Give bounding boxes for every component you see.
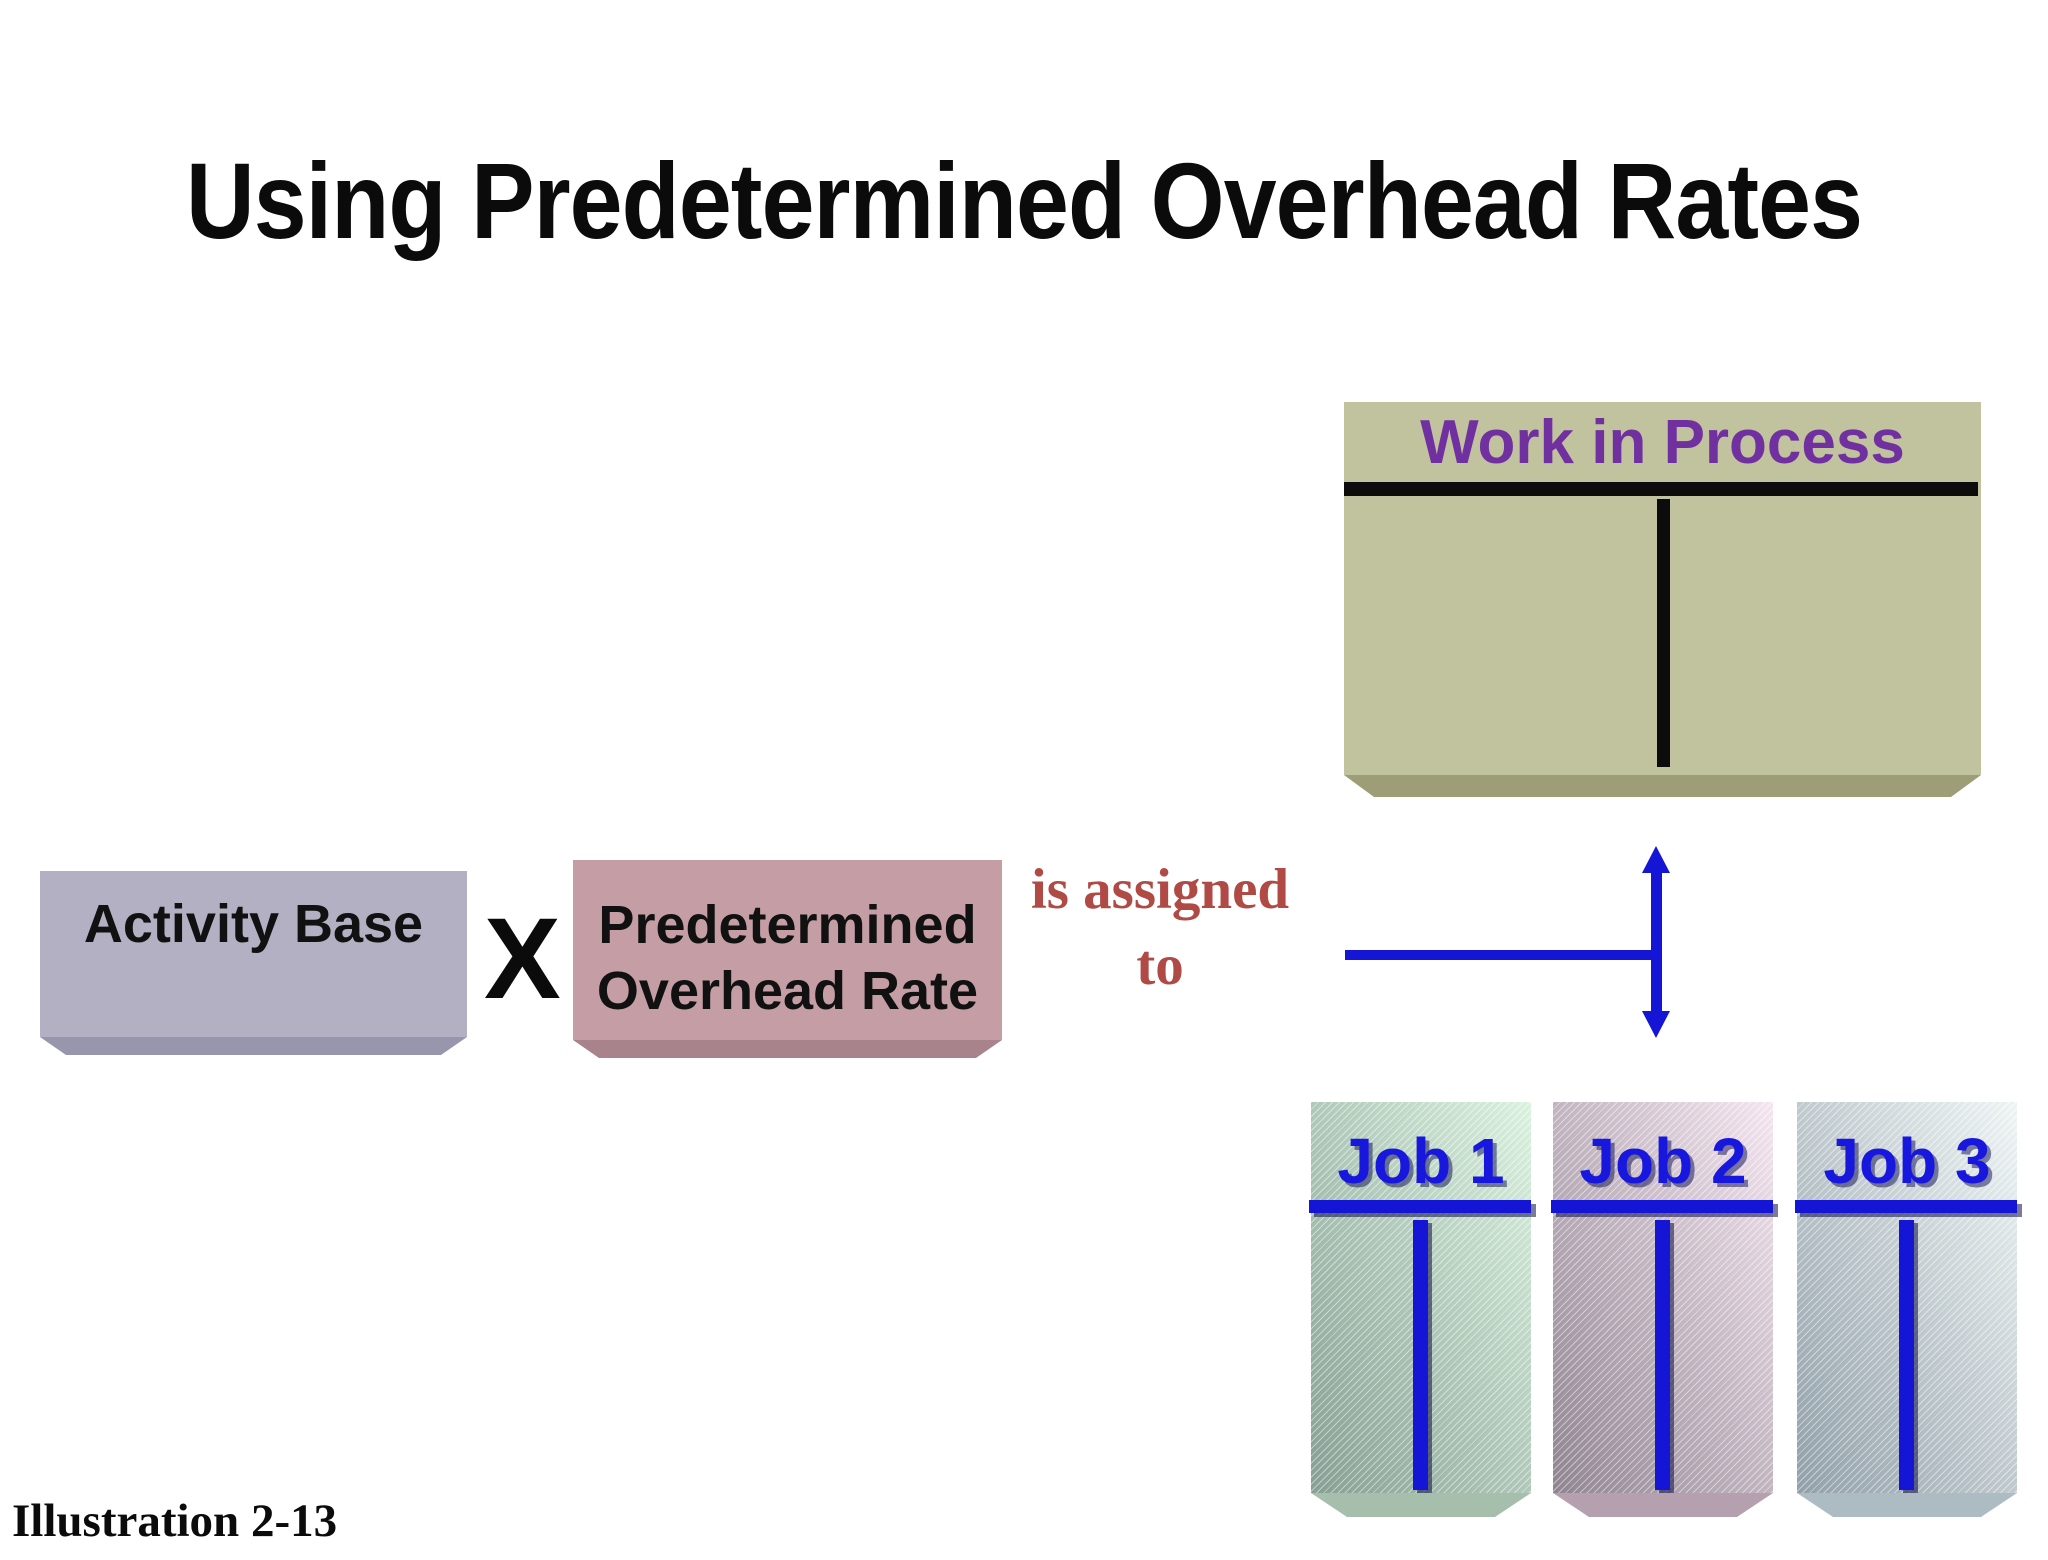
job-2-divider-rule bbox=[1655, 1220, 1670, 1490]
job-1-top-rule bbox=[1309, 1200, 1531, 1213]
assignment-caption: is assigned to bbox=[1030, 858, 1290, 997]
job-3-account-box: Job 3 bbox=[1795, 1102, 2017, 1493]
activity-base-bevel bbox=[40, 1037, 467, 1055]
activity-base-label: Activity Base bbox=[83, 894, 424, 954]
predetermined-rate-bevel bbox=[573, 1040, 1002, 1058]
job-1-account-box: Job 1 bbox=[1309, 1102, 1531, 1493]
job-2-label: Job 2 bbox=[1579, 1125, 1747, 1197]
job-3-top-rule bbox=[1795, 1200, 2017, 1213]
job-1-bevel bbox=[1311, 1493, 1531, 1517]
job-2-bevel bbox=[1553, 1493, 1773, 1517]
job-3-bevel bbox=[1797, 1493, 2017, 1517]
work-in-process-label: Work in Process bbox=[1420, 408, 1905, 477]
predetermined-rate-box: Predetermined Overhead Rate bbox=[573, 860, 1002, 1040]
multiply-operator: X bbox=[484, 895, 561, 1023]
job-1-label: Job 1 bbox=[1337, 1125, 1505, 1197]
illustration-caption: Illustration 2-13 bbox=[12, 1495, 338, 1547]
work-in-process-bevel bbox=[1344, 775, 1981, 797]
job-3-divider-rule bbox=[1899, 1220, 1914, 1490]
activity-base-box: Activity Base bbox=[40, 871, 467, 1037]
arrow-up-icon bbox=[1642, 846, 1670, 873]
connector-line bbox=[1345, 950, 1657, 960]
job-2-account-box: Job 2 bbox=[1551, 1102, 1773, 1493]
job-1-divider-rule bbox=[1413, 1220, 1428, 1490]
page-title: Using Predetermined Overhead Rates bbox=[185, 140, 1863, 261]
arrow-down-icon bbox=[1642, 1011, 1670, 1038]
work-in-process-divider-rule bbox=[1657, 499, 1670, 767]
assignment-arrow-shaft bbox=[1651, 868, 1662, 1016]
predetermined-rate-label: Predetermined Overhead Rate bbox=[596, 895, 979, 1021]
job-3-label: Job 3 bbox=[1823, 1125, 1991, 1197]
work-in-process-account-box: Work in Process bbox=[1344, 402, 1981, 775]
job-2-top-rule bbox=[1551, 1200, 1773, 1213]
work-in-process-top-rule bbox=[1344, 482, 1978, 496]
